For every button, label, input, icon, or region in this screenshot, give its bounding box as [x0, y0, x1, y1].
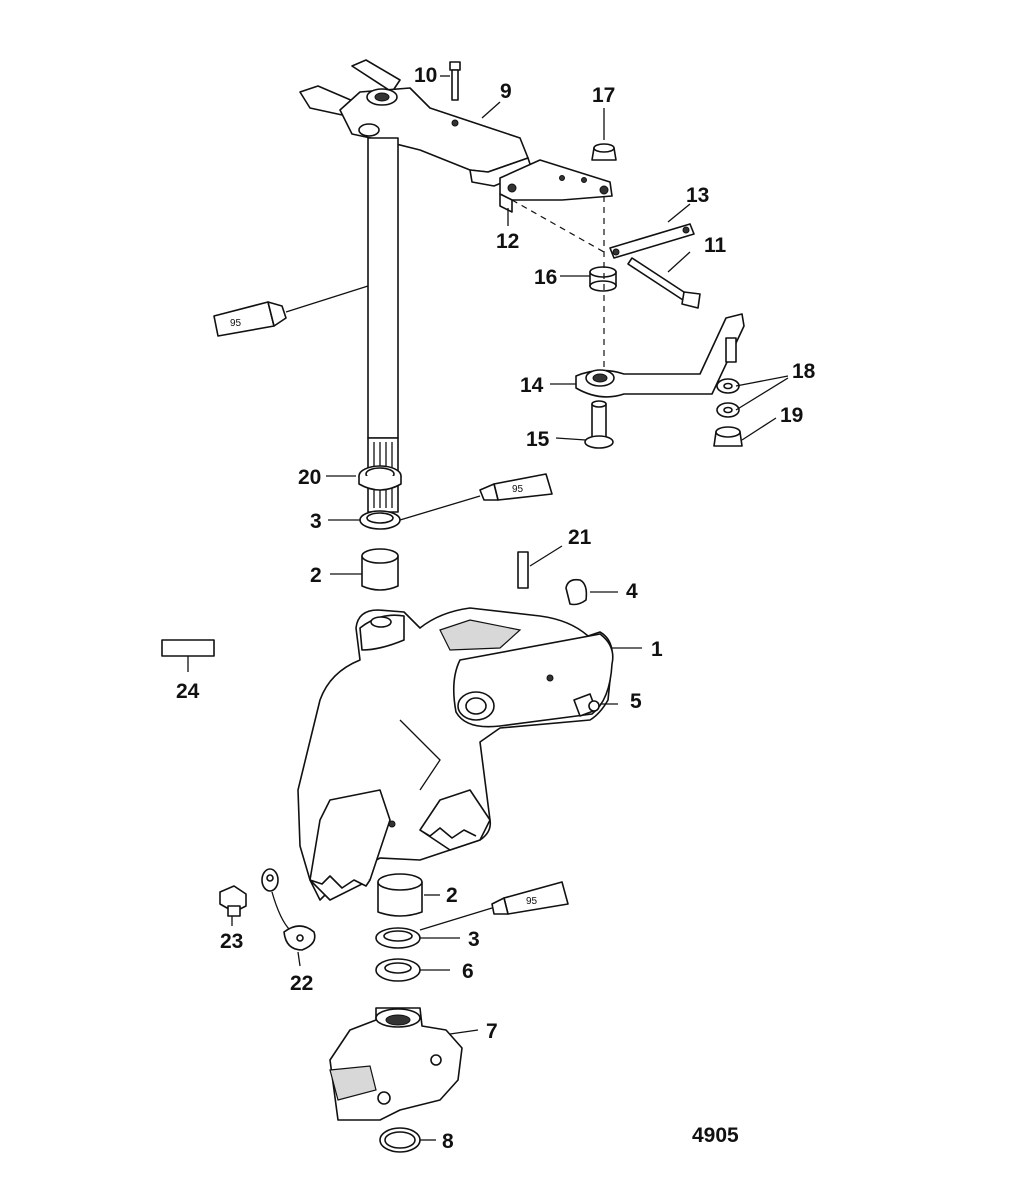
part-22-ground-strap	[261, 868, 316, 951]
callout-14: 14	[520, 374, 544, 397]
callout-6: 6	[462, 960, 474, 983]
diagram-number: 4905	[692, 1124, 739, 1147]
part-2-lower-bushing	[377, 873, 423, 917]
callout-1: 1	[651, 638, 663, 661]
part-14-steering-link	[575, 313, 745, 398]
lubricant-tube-b: 95	[399, 473, 553, 521]
part-12-link-plate	[499, 159, 613, 213]
callout-15: 15	[526, 428, 550, 451]
callout-labels: 1 2 2 3 3 4 5 6 7 8 9 10 11 12 13 14 15 …	[176, 64, 816, 1153]
callout-17: 17	[592, 84, 615, 107]
part-1-swivel-bracket	[297, 607, 614, 901]
callout-24: 24	[176, 680, 200, 703]
callout-19: 19	[780, 404, 803, 427]
part-18-washers	[716, 378, 740, 418]
callout-10: 10	[414, 64, 437, 87]
part-23-bolt	[219, 885, 247, 917]
part-10-bolt	[449, 61, 461, 101]
part-9-steering-arm	[299, 59, 533, 187]
part-20-ring	[358, 465, 402, 491]
callout-12: 12	[496, 230, 519, 253]
lubricant-tube-a: 95	[213, 285, 369, 337]
callout-23: 23	[220, 930, 243, 953]
part-17-nut	[591, 143, 617, 161]
part-15-pin	[584, 400, 614, 449]
part-5-grease-fitting	[573, 693, 600, 717]
part-4-cap	[565, 578, 588, 606]
callout-16: 16	[534, 266, 557, 289]
callout-9: 9	[500, 80, 512, 103]
part-8-o-ring	[379, 1127, 421, 1153]
part-3-upper-ring	[359, 510, 401, 530]
leader-lines	[187, 75, 789, 1141]
part-6-washer	[375, 958, 421, 982]
callout-20: 20	[298, 466, 321, 489]
part-19-nut	[713, 426, 743, 447]
callout-3-upper: 3	[310, 510, 322, 533]
callout-4: 4	[626, 580, 638, 603]
tube-a-label: 95	[230, 318, 242, 329]
part-16-bushing	[589, 266, 617, 292]
callout-18: 18	[792, 360, 816, 383]
lubricant-tube-c: 95	[419, 881, 569, 931]
callout-2-upper: 2	[310, 564, 322, 587]
part-9-steering-shaft	[367, 137, 399, 513]
callout-21: 21	[568, 526, 592, 549]
callout-8: 8	[442, 1130, 454, 1153]
callout-2-lower: 2	[446, 884, 458, 907]
callout-7: 7	[486, 1020, 498, 1043]
part-2-upper-bushing	[361, 548, 399, 591]
callout-5: 5	[630, 690, 642, 713]
part-24-decal	[161, 639, 215, 657]
part-11-bolt	[627, 257, 701, 309]
callout-13: 13	[686, 184, 709, 207]
tube-c-label: 95	[526, 896, 538, 907]
part-7-lower-mount	[329, 1007, 463, 1121]
tube-b-label: 95	[512, 484, 524, 495]
callout-11: 11	[704, 234, 727, 257]
callout-22: 22	[290, 972, 313, 995]
part-13-link	[609, 223, 695, 259]
part-3-lower-ring	[375, 927, 421, 949]
part-21-pin	[517, 551, 529, 589]
callout-3-lower: 3	[468, 928, 480, 951]
assembly-guide-lines	[511, 196, 605, 372]
